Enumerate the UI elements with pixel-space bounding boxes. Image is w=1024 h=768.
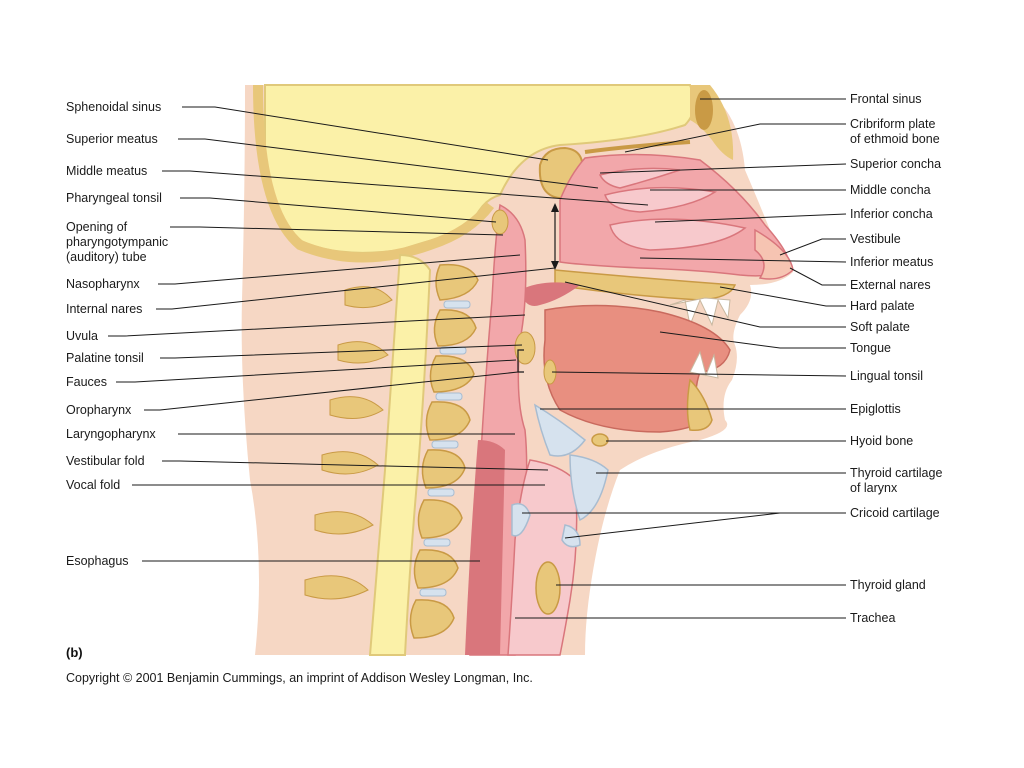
label-oropharynx: Oropharynx (66, 403, 132, 417)
label-nasopharynx: Nasopharynx (66, 277, 140, 291)
label-soft-palate: Soft palate (850, 320, 910, 334)
left-labels: Sphenoidal sinus Superior meatus Middle … (66, 100, 172, 568)
lower-teeth (689, 350, 719, 379)
label-inferior-meatus: Inferior meatus (850, 255, 933, 269)
panel-label: (b) (66, 645, 83, 660)
hyoid-bone-shape (591, 433, 609, 447)
label-superior-concha: Superior concha (850, 157, 941, 171)
palatine-tonsil-shape (514, 331, 536, 365)
label-epiglottis: Epiglottis (850, 402, 901, 416)
frontal-sinus-shape (695, 90, 713, 130)
label-vestibule: Vestibule (850, 232, 901, 246)
label-vestibular-fold: Vestibular fold (66, 454, 145, 468)
thyroid-gland-shape (535, 561, 561, 615)
superior-concha-shape (598, 167, 681, 189)
label-trachea: Trachea (850, 611, 895, 625)
spinal-cord (368, 253, 432, 656)
thyroid-cartilage-shape (569, 454, 609, 522)
copyright-notice: Copyright © 2001 Benjamin Cummings, an i… (66, 671, 533, 685)
vertebrae (409, 263, 479, 639)
label-external-nares: External nares (850, 278, 931, 292)
cricoid-cartilage-shape (511, 503, 581, 548)
nasopharynx-arrow (551, 203, 559, 270)
cribriform-plate-shape (584, 140, 691, 154)
label-esophagus: Esophagus (66, 554, 129, 568)
right-labels: Frontal sinus Cribriform plate of ethmoi… (850, 92, 946, 625)
label-uvula: Uvula (66, 329, 98, 343)
intervertebral-discs (419, 300, 471, 597)
epiglottis-shape (533, 403, 587, 457)
label-thyroid-gland: Thyroid gland (850, 578, 926, 592)
inferior-concha-shape (609, 218, 747, 251)
label-vocal-fold: Vocal fold (66, 478, 120, 492)
label-lingual-tonsil: Lingual tonsil (850, 369, 923, 383)
label-inferior-concha: Inferior concha (850, 207, 933, 221)
esophagus-shape (465, 440, 505, 655)
illustration (241, 84, 794, 656)
label-internal-nares: Internal nares (66, 302, 142, 316)
label-palatine-tonsil: Palatine tonsil (66, 351, 144, 365)
label-laryngopharynx: Laryngopharynx (66, 427, 156, 441)
label-tongue: Tongue (850, 341, 891, 355)
label-cricoid-cartilage: Cricoid cartilage (850, 506, 940, 520)
spinous-processes (304, 286, 393, 600)
label-cribriform-plate: Cribriform plate of ethmoid bone (850, 117, 940, 146)
label-middle-concha: Middle concha (850, 183, 931, 197)
leader-lines (108, 98, 847, 619)
label-sphenoidal-sinus: Sphenoidal sinus (66, 100, 161, 114)
label-hard-palate: Hard palate (850, 299, 915, 313)
soft-palate-shape (520, 282, 580, 306)
label-thyroid-cartilage: Thyroid cartilage of larynx (850, 466, 946, 495)
oropharynx-bracket (517, 349, 524, 373)
label-middle-meatus: Middle meatus (66, 164, 147, 178)
middle-concha-shape (604, 186, 718, 213)
label-opening-pharyngotympanic-tube: Opening of pharyngotympanic (auditory) t… (66, 220, 172, 264)
mandible (686, 378, 713, 432)
label-superior-meatus: Superior meatus (66, 132, 158, 146)
label-pharyngeal-tonsil: Pharyngeal tonsil (66, 191, 162, 205)
label-fauces: Fauces (66, 375, 107, 389)
label-frontal-sinus: Frontal sinus (850, 92, 922, 106)
label-hyoid-bone: Hyoid bone (850, 434, 913, 448)
upper-teeth (669, 297, 731, 327)
nasal-cavity (559, 153, 791, 277)
